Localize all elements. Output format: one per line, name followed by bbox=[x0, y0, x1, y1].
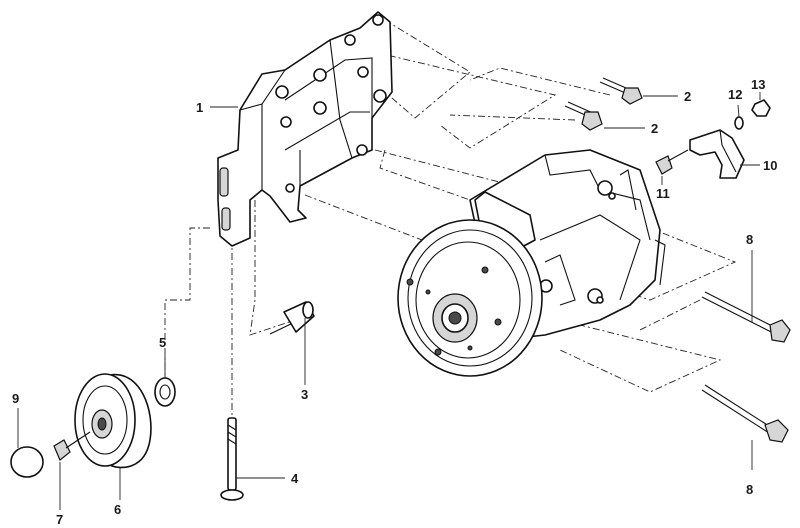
callout-10: 10 bbox=[763, 158, 777, 173]
callout-2-upper: 2 bbox=[684, 89, 691, 104]
mounting-bracket bbox=[217, 11, 393, 247]
nut bbox=[751, 99, 771, 117]
idler-pulley bbox=[74, 373, 152, 469]
callout-12: 12 bbox=[728, 87, 742, 102]
washer bbox=[734, 116, 744, 130]
dust-cap bbox=[10, 446, 44, 478]
compressor-bolt-lower bbox=[701, 384, 789, 443]
long-bolt bbox=[220, 417, 244, 501]
compressor-bolt-upper bbox=[701, 291, 791, 343]
callout-1: 1 bbox=[196, 100, 203, 115]
callout-13: 13 bbox=[751, 77, 765, 92]
callout-9: 9 bbox=[12, 391, 19, 406]
stud-pin bbox=[269, 301, 315, 335]
callout-3: 3 bbox=[301, 387, 308, 402]
callout-labels: 1 2 2 3 4 5 6 7 8 8 9 10 11 12 13 bbox=[12, 77, 777, 527]
callout-7: 7 bbox=[56, 512, 63, 527]
spacer bbox=[154, 377, 176, 407]
leader-lines bbox=[17, 92, 761, 510]
callout-6: 6 bbox=[114, 502, 121, 517]
callout-8-lower: 8 bbox=[746, 482, 753, 497]
pulley-bolt bbox=[53, 431, 91, 461]
bolt-middle bbox=[564, 101, 603, 131]
ac-compressor bbox=[397, 149, 666, 377]
small-bracket bbox=[689, 129, 745, 179]
bolt-upper bbox=[599, 77, 643, 105]
callout-5: 5 bbox=[159, 335, 166, 350]
callout-2-lower: 2 bbox=[651, 121, 658, 136]
callout-4: 4 bbox=[291, 471, 299, 486]
bracket-bolt bbox=[655, 149, 689, 175]
callout-8-upper: 8 bbox=[746, 232, 753, 247]
callout-11: 11 bbox=[656, 186, 670, 201]
